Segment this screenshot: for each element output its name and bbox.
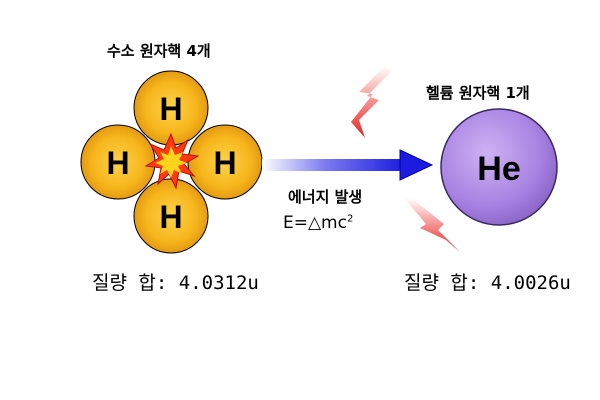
hydrogen-nucleus-right: H [187,124,263,200]
helium-label: He [477,150,520,188]
hydrogen-label-bottom: H [159,199,182,235]
fusion-burst-icon [144,132,200,190]
lightning-top-icon [351,66,391,138]
hydrogen-nucleus-top: H [133,70,209,146]
helium-title: 헬륨 원자핵 1개 [426,84,530,102]
formula-exponent: 2 [346,213,354,225]
reaction-arrow [262,149,434,181]
hydrogen-title: 수소 원자핵 4개 [107,42,211,60]
hydrogen-label-right: H [213,145,236,181]
energy-release-label: 에너지 발생 [288,188,363,206]
helium-nucleus: He [440,108,558,226]
hydrogen-nucleus-bottom: H [133,178,209,254]
mass-energy-formula: E=△mc2 [283,213,353,233]
hydrogen-nucleus-left: H [80,124,156,200]
hydrogen-mass-sum: 질량 합: 4.0312u [92,272,259,294]
hydrogen-cluster: H H H H [80,70,263,254]
lightning-bottom-icon [404,198,460,252]
hydrogen-label-top: H [159,91,182,127]
formula-main: E=△mc [283,213,347,233]
hydrogen-label-left: H [106,145,129,181]
helium-mass-sum: 질량 합: 4.0026u [404,272,571,294]
